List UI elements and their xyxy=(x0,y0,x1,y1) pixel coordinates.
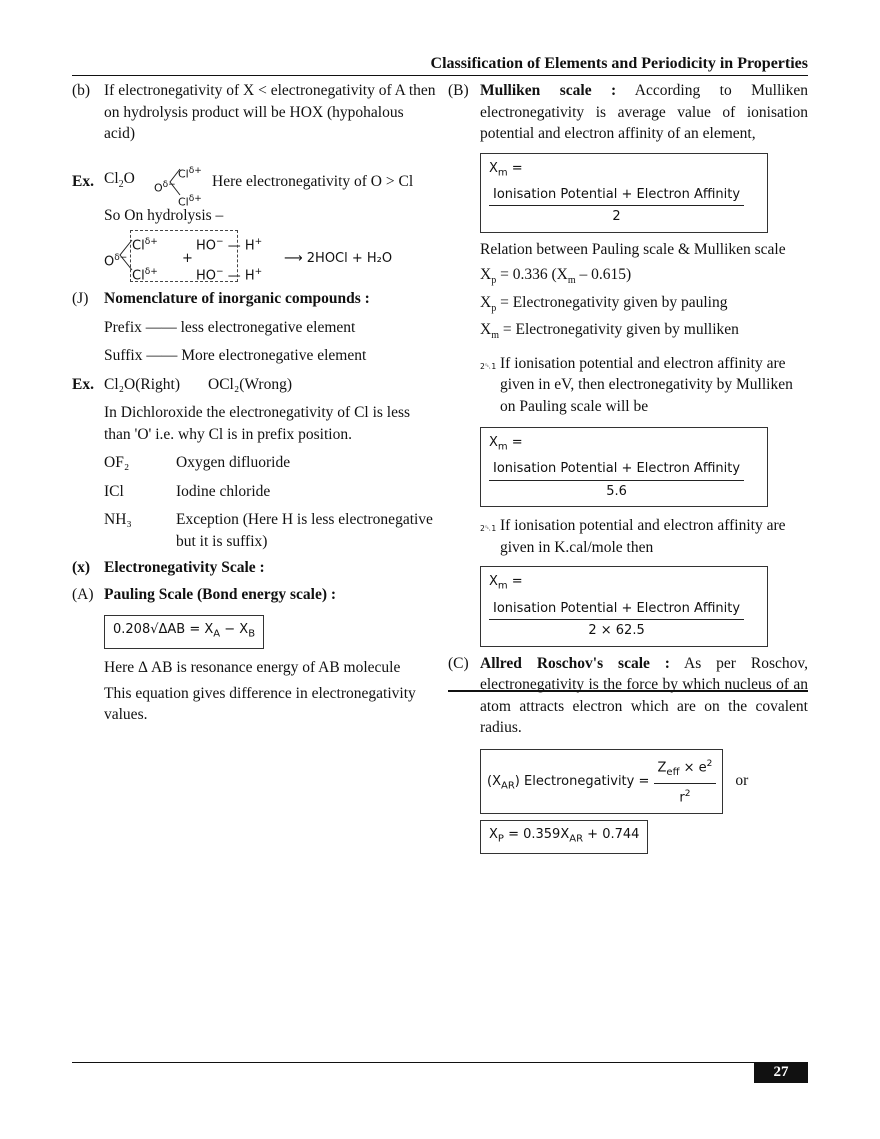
compound-formula: ICl xyxy=(104,482,124,500)
kcal-note: 2␡1 If ionisation potential and electron… xyxy=(448,515,808,558)
example-2-wrong: OCl₂(Wrong) xyxy=(208,375,292,393)
prefix-rule: Prefix —— less electronegative element xyxy=(104,318,356,336)
or-text: or xyxy=(735,772,749,790)
compound-name: Exception (Here H is less electronegativ… xyxy=(176,511,433,550)
mulliken-formula-1-wrap: Xm = Ionisation Potential + Electron Aff… xyxy=(448,152,808,233)
point-b-mulliken-text: Mulliken scale : According to Mulliken e… xyxy=(480,82,808,142)
ev-note-text: If ionisation potential and electron aff… xyxy=(500,354,793,415)
page-number: 27 xyxy=(754,1062,808,1083)
compound-row: NH₃ Exception (Here H is less electroneg… xyxy=(72,509,436,552)
example-1: Ex. Cl2O Oδ− Clδ+ Clδ+ Here electronegat… xyxy=(72,159,436,209)
point-j-label: (J) xyxy=(72,290,89,307)
mulliken-formula-1: Xm = Ionisation Potential + Electron Aff… xyxy=(480,152,768,233)
compound-name: Oxygen difluoride xyxy=(176,454,291,471)
point-a-label: (A) xyxy=(72,585,94,603)
point-b-mulliken-label: (B) xyxy=(448,82,469,99)
kcal-note-text: If ionisation potential and electron aff… xyxy=(500,517,786,556)
point-a: (A) Pauling Scale (Bond energy scale) : xyxy=(72,584,436,606)
equation-note: This equation gives difference in electr… xyxy=(104,684,416,724)
example-1-label: Ex. xyxy=(72,172,94,190)
section-end-rule xyxy=(448,690,808,692)
left-column: (b) If electronegativity of X < electron… xyxy=(72,80,436,726)
point-x: (x) Electronegativity Scale : xyxy=(72,557,436,579)
xp-allred-formula: XP = 0.359XAR + 0.744 xyxy=(480,819,649,854)
point-b: (b) If electronegativity of X < electron… xyxy=(72,80,436,145)
hydrolysis-text: So On hydrolysis – xyxy=(104,206,224,224)
mulliken-formula-2: Xm = Ionisation Potential + Electron Aff… xyxy=(480,427,768,508)
footer-rule xyxy=(72,1062,808,1063)
compound-formula: OF₂ xyxy=(104,454,130,471)
point-b-mulliken: (B) Mulliken scale : According to Mullik… xyxy=(448,80,808,145)
example-1-formula: Cl2O xyxy=(104,169,135,190)
point-c-label: (C) xyxy=(448,654,469,672)
right-column: (B) Mulliken scale : According to Mullik… xyxy=(448,80,808,854)
compound-formula: NH₃ xyxy=(104,511,132,528)
pauling-formula: 0.208√ΔAB = XA − XB xyxy=(104,615,265,650)
ev-note: 2␡1 If ionisation potential and electron… xyxy=(448,353,808,418)
reaction-product: ⟶ 2HOCl + H₂O xyxy=(284,251,393,266)
point-x-title: Electronegativity Scale : xyxy=(104,559,265,576)
xp-definition: Xp = Electronegativity given by pauling xyxy=(480,293,728,314)
example-2: Ex. Cl₂O(Right) OCl₂(Wrong) xyxy=(72,374,436,396)
point-j: (J) Nomenclature of inorganic compounds … xyxy=(72,288,436,310)
mulliken-formula-3: Xm = Ionisation Potential + Electron Aff… xyxy=(480,566,768,647)
header-rule xyxy=(72,75,808,76)
point-c: (C) Allred Roschov's scale : As per Rosc… xyxy=(448,653,808,739)
resonance-note: Here Δ AB is resonance energy of AB mole… xyxy=(104,659,401,677)
mulliken-formula-3-wrap: Xm = Ionisation Potential + Electron Aff… xyxy=(448,566,808,647)
compound-row: ICl Iodine chloride xyxy=(72,481,436,503)
relation-text: Relation between Pauling scale & Mullike… xyxy=(480,240,786,258)
hydrolysis-reaction: Oδ− Clδ+ Clδ+ + HO− — H+ HO− — H+ ⟶ 2HOC… xyxy=(104,230,436,283)
cl2o-structure: Oδ− Clδ+ Clδ+ xyxy=(154,165,202,209)
point-b-text: If electronegativity of X < electronegat… xyxy=(104,82,436,142)
point-a-title: Pauling Scale (Bond energy scale) : xyxy=(104,585,337,603)
xp-allred-formula-wrap: XP = 0.359XAR + 0.744 xyxy=(448,819,808,854)
example-1-note: Here electronegativity of O > Cl xyxy=(212,172,414,190)
example-2-label: Ex. xyxy=(72,375,94,393)
dichloroxide-note: In Dichloroxide the electronegativity of… xyxy=(104,404,411,443)
point-b-label: (b) xyxy=(72,82,91,99)
mulliken-formula-2-wrap: Xm = Ionisation Potential + Electron Aff… xyxy=(448,427,808,508)
compound-name: Iodine chloride xyxy=(176,482,271,500)
suffix-rule: Suffix —— More electronegative element xyxy=(104,347,367,364)
bullet-icon: 2␡1 xyxy=(480,361,497,371)
point-j-title: Nomenclature of inorganic compounds : xyxy=(104,290,370,307)
running-header: Classification of Elements and Periodici… xyxy=(430,55,808,72)
pauling-formula-wrap: 0.208√ΔAB = XA − XB xyxy=(72,615,436,650)
compound-row: OF₂ Oxygen difluoride xyxy=(72,452,436,474)
point-c-text: Allred Roschov's scale : As per Roschov,… xyxy=(480,654,808,737)
bullet-icon: 2␡1 xyxy=(480,524,497,534)
example-2-right: Cl₂O(Right) xyxy=(104,375,181,393)
point-x-label: (x) xyxy=(72,559,91,576)
relation-equation: Xp = 0.336 (Xm – 0.615) xyxy=(480,266,632,287)
xm-definition: Xm = Electronegativity given by mulliken xyxy=(480,321,739,342)
